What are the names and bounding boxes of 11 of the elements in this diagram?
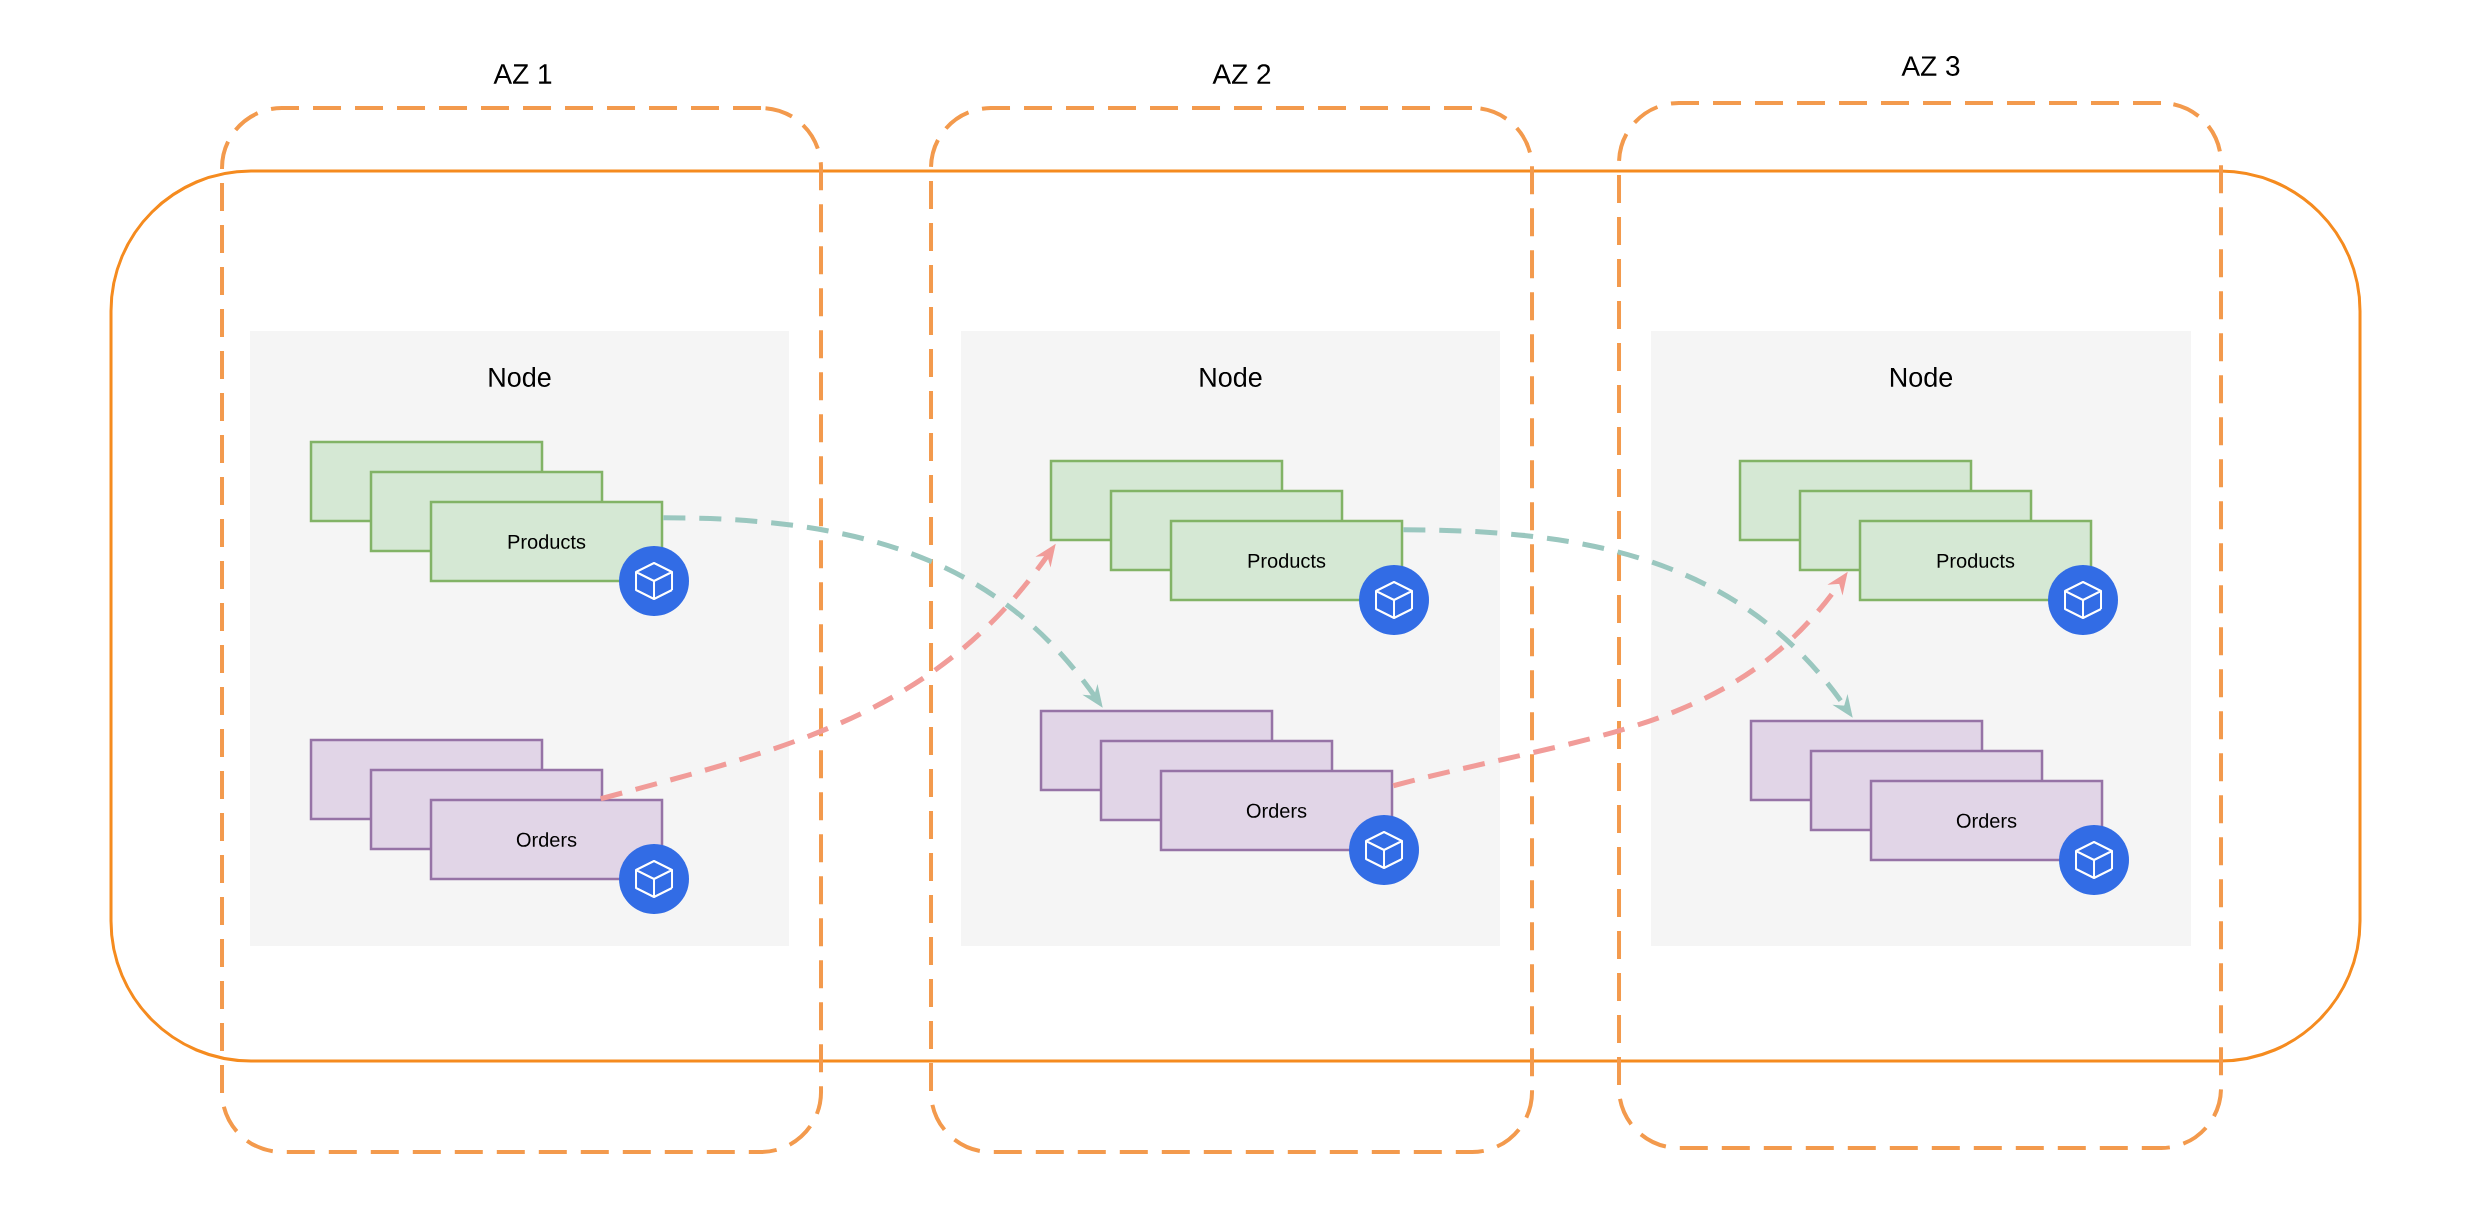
node-label: Orders (1956, 813, 2017, 828)
pod-stack: Orders (309, 738, 664, 881)
pod-stack: Orders (1039, 709, 1394, 852)
pod-stack: Orders (1749, 719, 2104, 862)
pod-stack: Products (1738, 459, 2093, 602)
pod-stack: Products (1049, 459, 1404, 602)
node-label: AZ 2 (1212, 64, 1271, 84)
node-label: AZ 1 (493, 64, 552, 84)
node-label: AZ 3 (1901, 56, 1960, 76)
node-label: Products (1248, 553, 1326, 568)
pod-stack: Products (309, 440, 664, 583)
